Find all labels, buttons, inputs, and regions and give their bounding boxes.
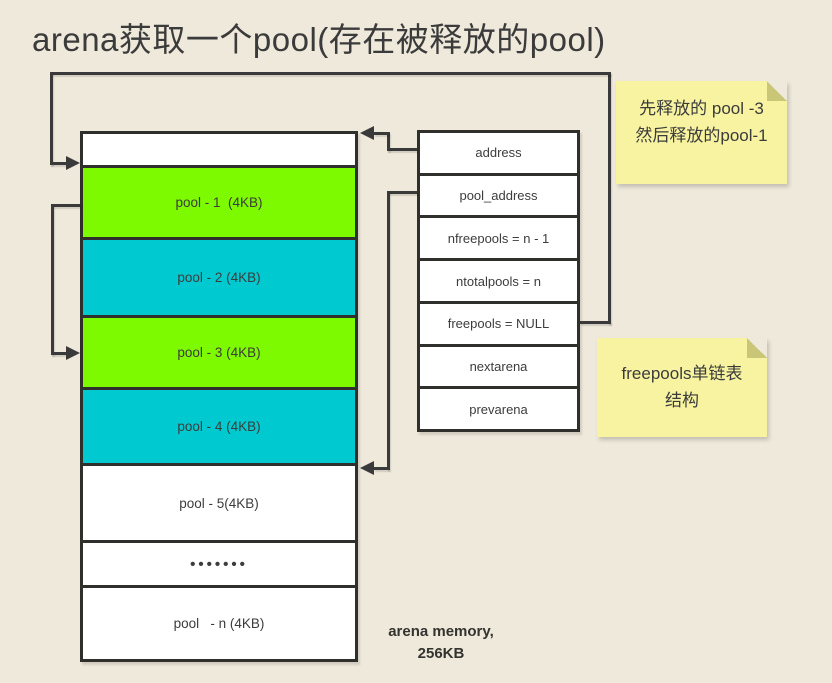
connector-freepools-top-h [50, 72, 611, 75]
field-nextarena: nextarena [420, 347, 577, 390]
pool-ellipsis-cell: ••••••• [83, 543, 355, 588]
connector-freepools-right-v [608, 72, 611, 324]
caption-line: arena memory, [388, 623, 494, 640]
connector-pooladdr-v [387, 191, 390, 470]
connector-address-arrow-h [374, 132, 389, 135]
folded-corner-icon [747, 338, 767, 358]
arrow-left-icon [360, 461, 374, 475]
pool-1-cell: pool - 1 (4KB) [83, 168, 355, 240]
pool-n-cell: pool - n (4KB) [83, 588, 355, 659]
arena-memory-caption: arena memory, 256KB [370, 621, 512, 665]
arrow-right-icon [66, 346, 80, 360]
connector-freepools-arrow-h [50, 162, 67, 165]
connector-pooladdr-arrow-h [374, 467, 389, 470]
arena-box: pool - 1 (4KB) pool - 2 (4KB) pool - 3 (… [80, 131, 358, 662]
field-pool-address: pool_address [420, 176, 577, 219]
sticky-note-freepools-list: freepools单链表 结构 [597, 338, 767, 437]
note-line: 结构 [665, 391, 699, 411]
connector-pooladdr-h [387, 191, 417, 194]
note-line: 然后释放的pool-1 [635, 126, 768, 146]
arena-struct-box: address pool_address nfreepools = n - 1 … [417, 130, 580, 432]
note-line: freepools单链表 [621, 364, 743, 383]
field-prevarena: prevarena [469, 401, 528, 417]
connector-address-v [387, 132, 390, 151]
arrow-right-icon [66, 156, 80, 170]
page-title: arena获取一个pool(存在被释放的pool) [32, 21, 606, 58]
connector-address-h [387, 148, 417, 151]
connector-freepools-left-v [50, 72, 53, 165]
field-ntotalpools: ntotalpools = n [420, 261, 577, 304]
arrow-left-icon [360, 126, 374, 140]
sticky-note-release-order: 先释放的 pool -3 然后释放的pool-1 [616, 81, 787, 184]
connector-pool1-h [51, 204, 80, 207]
pool-4-cell: pool - 4 (4KB) [83, 390, 355, 466]
note-line: 先释放的 pool -3 [639, 99, 764, 118]
folded-corner-icon [767, 81, 787, 101]
connector-freepools-h [580, 321, 611, 324]
connector-pool1-v [51, 204, 54, 355]
caption-line: 256KB [417, 644, 465, 662]
connector-pool3-arrow-h [51, 352, 67, 355]
field-nfreepools: nfreepools = n - 1 [420, 218, 577, 262]
pool-5-cell: pool - 5(4KB) [83, 466, 355, 543]
field-freepools: freepools = NULL [420, 304, 577, 347]
pool-3-cell: pool - 3 (4KB) [83, 318, 355, 390]
field-address: address [420, 133, 577, 176]
arena-header-cell [83, 134, 355, 168]
pool-2-cell: pool - 2 (4KB) [83, 240, 355, 318]
